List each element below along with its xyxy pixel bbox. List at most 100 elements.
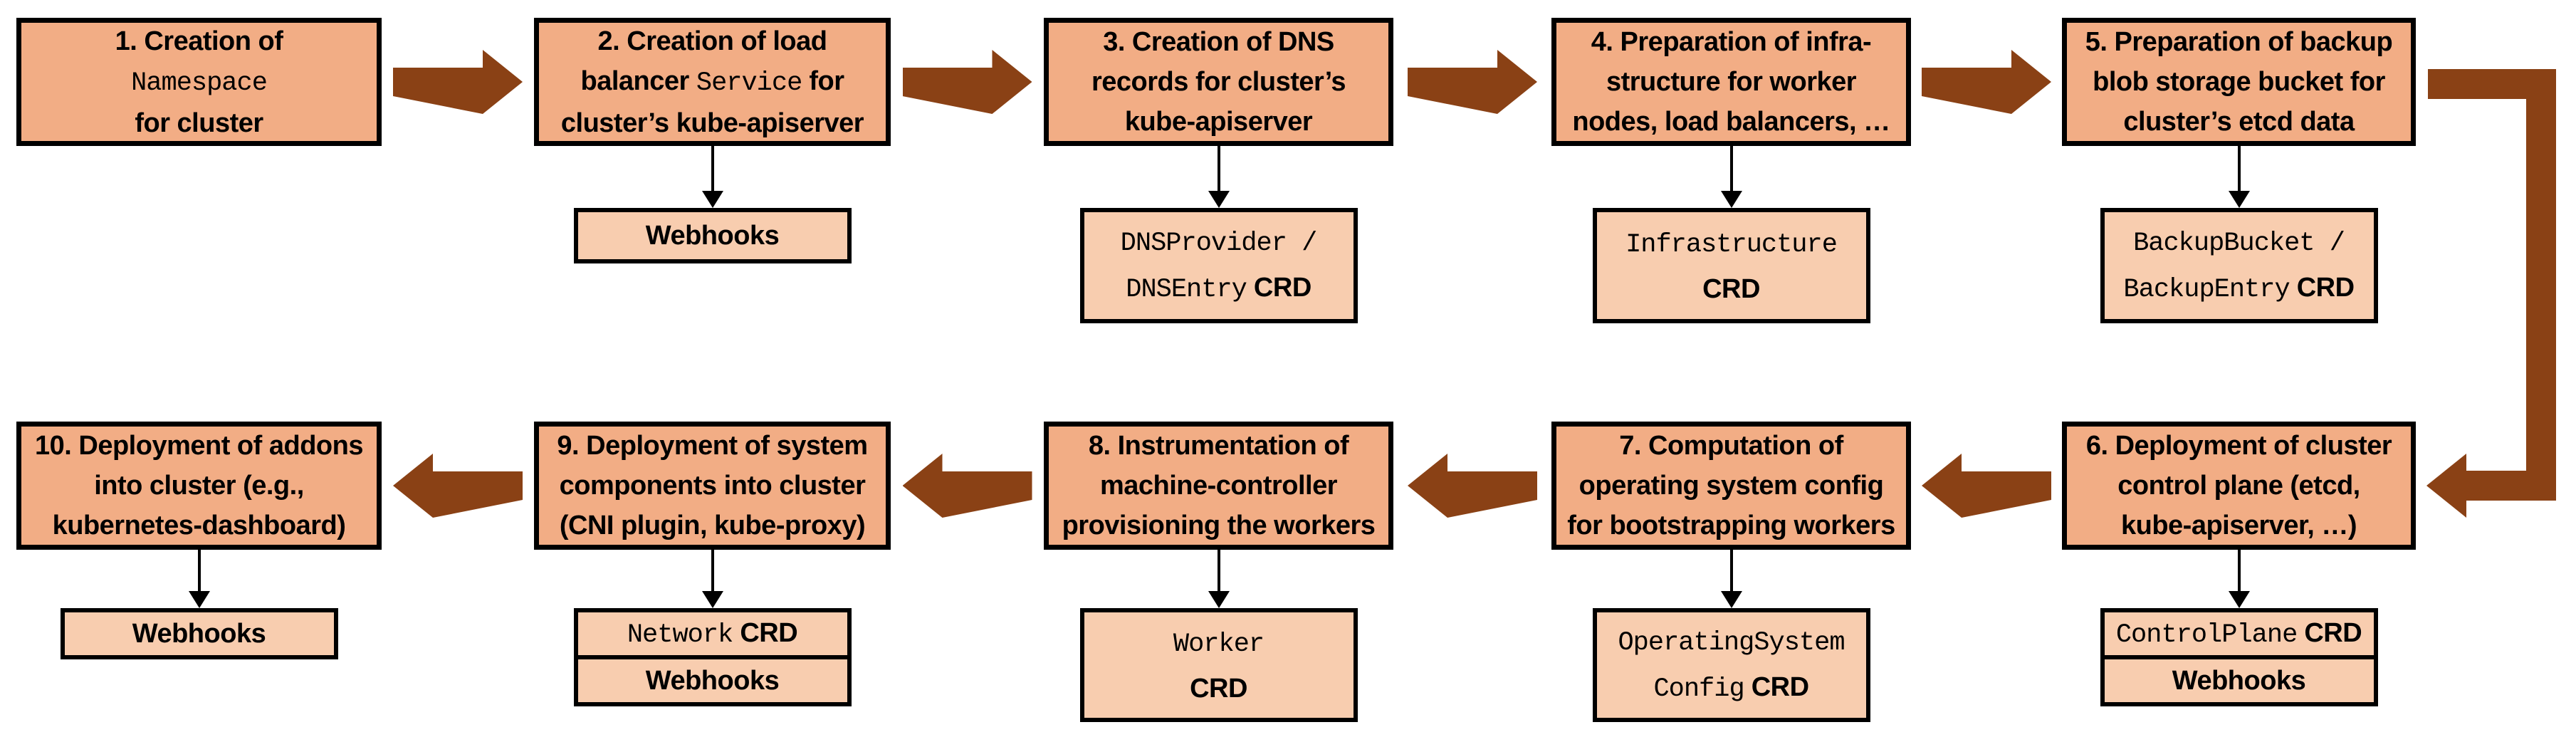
flow-arrow-8-9 (902, 454, 1032, 518)
step-8-title-line: machine-controller (1049, 466, 1388, 506)
title-text: 7. Computation of (1619, 431, 1843, 461)
step-9-sub-box-0: Network CRD (573, 608, 852, 659)
step-5-title-line: cluster’s etcd data (2067, 102, 2411, 142)
sub-box-line: Config CRD (1597, 665, 1866, 711)
flow-arrow-1-2 (393, 50, 523, 114)
down-arrow-shaft (2237, 146, 2241, 192)
flow-arrow-2-3 (902, 50, 1032, 114)
title-text: for (802, 66, 844, 96)
title-text: components into cluster (559, 471, 866, 501)
down-arrowhead-icon (2228, 591, 2250, 608)
title-text: into cluster (e.g., (94, 471, 304, 501)
flow-arrow-9-10 (393, 454, 523, 518)
title-text: structure for worker (1606, 67, 1857, 97)
step-6-title-line: 6. Deployment of cluster (2067, 426, 2411, 466)
code-text: Network (627, 620, 733, 650)
step-3-down-arrow-icon (1208, 146, 1230, 208)
sub-box-line: DNSProvider / (1084, 219, 1354, 266)
down-arrowhead-icon (1208, 591, 1230, 608)
step-10-title-line: kubernetes-dashboard) (21, 506, 377, 545)
down-arrow-shaft (2237, 550, 2241, 592)
down-arrow-shaft (1729, 146, 1733, 192)
step-8-down-arrow-icon (1208, 550, 1230, 608)
down-arrowhead-icon (701, 191, 723, 208)
code-text: BackupBucket / (2133, 229, 2345, 258)
step-9-title-line: (CNI plugin, kube-proxy) (539, 506, 886, 545)
step-4-title-line: nodes, load balancers, … (1556, 102, 1906, 142)
step-7-title-line: 7. Computation of (1556, 426, 1906, 466)
step-1-title-line: Namespace (21, 61, 377, 103)
code-text: ControlPlane (2115, 620, 2298, 650)
step-1-title-line: for cluster (21, 103, 377, 143)
label-text: CRD (2297, 617, 2362, 648)
step-5-title-line: blob storage bucket for (2067, 62, 2411, 102)
down-arrow-shaft (1217, 550, 1220, 592)
title-text: nodes, load balancers, … (1572, 107, 1890, 137)
title-text: (CNI plugin, kube-proxy) (559, 511, 866, 540)
title-text: blob storage bucket for (2093, 67, 2385, 97)
title-text: machine-controller (1099, 471, 1338, 501)
step-3-title-line: kube-apiserver (1049, 102, 1388, 142)
flow-arrow-6-7 (1922, 454, 2051, 518)
step-7-title-line: for bootstrapping workers (1556, 506, 1906, 545)
sub-box-line: BackupBucket / (2105, 219, 2374, 266)
label-text: Webhooks (132, 619, 266, 649)
down-arrow-shaft (197, 550, 201, 592)
sub-box-line: Infrastructure (1597, 221, 1866, 267)
sub-box-line: DNSEntry CRD (1084, 266, 1354, 312)
step-10-sub-box-0: Webhooks (60, 608, 338, 659)
title-text: records for cluster’s (1091, 67, 1346, 97)
title-text: control plane (etcd, (2117, 471, 2360, 501)
step-6-sub-box-1: Webhooks (2100, 655, 2378, 706)
step-9-sub-box-1: Webhooks (573, 655, 852, 706)
title-text: operating system config (1578, 471, 1884, 501)
step-4-title-line: 4. Preparation of infra- (1556, 22, 1906, 62)
sub-box-line: Webhooks (578, 214, 847, 258)
title-text: kubernetes-dashboard) (52, 511, 346, 540)
down-arrowhead-icon (701, 591, 723, 608)
label-text: Webhooks (2172, 666, 2306, 696)
step-10-box: 10. Deployment of addons into cluster (e.… (16, 422, 382, 550)
title-text: 6. Deployment of cluster (2085, 431, 2392, 461)
step-6-sub-box-0: ControlPlane CRD (2100, 608, 2378, 659)
sub-box-line: BackupEntry CRD (2105, 266, 2374, 312)
flow-arrow-7-8 (1408, 454, 1537, 518)
sub-box-line: Webhooks (65, 612, 334, 656)
flow-arrow-4-5 (1922, 50, 2051, 114)
title-text: 9. Deployment of system (557, 431, 868, 461)
step-1-title-line: 1. Creation of (21, 21, 377, 61)
step-2-sub-box-0: Webhooks (573, 208, 852, 263)
sub-box-line: Network CRD (578, 611, 847, 657)
title-text: kube-apiserver, …) (2120, 511, 2357, 540)
step-9-title-line: 9. Deployment of system (539, 426, 886, 466)
down-arrow-shaft (711, 146, 714, 192)
title-text: 5. Preparation of backup (2085, 27, 2393, 57)
label-text: CRD (1744, 672, 1809, 702)
title-text: 10. Deployment of addons (35, 431, 363, 461)
step-2-down-arrow-icon (701, 146, 723, 208)
down-arrowhead-icon (2228, 191, 2250, 208)
title-text: kube-apiserver (1124, 107, 1313, 137)
code-text: OperatingSystem (1618, 628, 1845, 658)
code-text: Service (696, 68, 802, 98)
step-7-box: 7. Computation of operating system config… (1551, 422, 1911, 550)
step-8-title-line: provisioning the workers (1049, 506, 1388, 545)
label-text: Webhooks (645, 666, 780, 696)
sub-box-line: OperatingSystem (1597, 619, 1866, 665)
down-arrow-shaft (1217, 146, 1220, 192)
step-5-box: 5. Preparation of backup blob storage buc… (2062, 18, 2416, 146)
step-5-title-line: 5. Preparation of backup (2067, 22, 2411, 62)
code-text: DNSEntry (1126, 275, 1247, 305)
step-10-title-line: 10. Deployment of addons (21, 426, 377, 466)
step-4-box: 4. Preparation of infra-structure for wo… (1551, 18, 1911, 146)
step-9-down-arrow-icon (701, 550, 723, 608)
down-arrow-shaft (1729, 550, 1733, 592)
title-text: for cluster (135, 108, 263, 138)
sub-box-line: Webhooks (2105, 659, 2374, 703)
